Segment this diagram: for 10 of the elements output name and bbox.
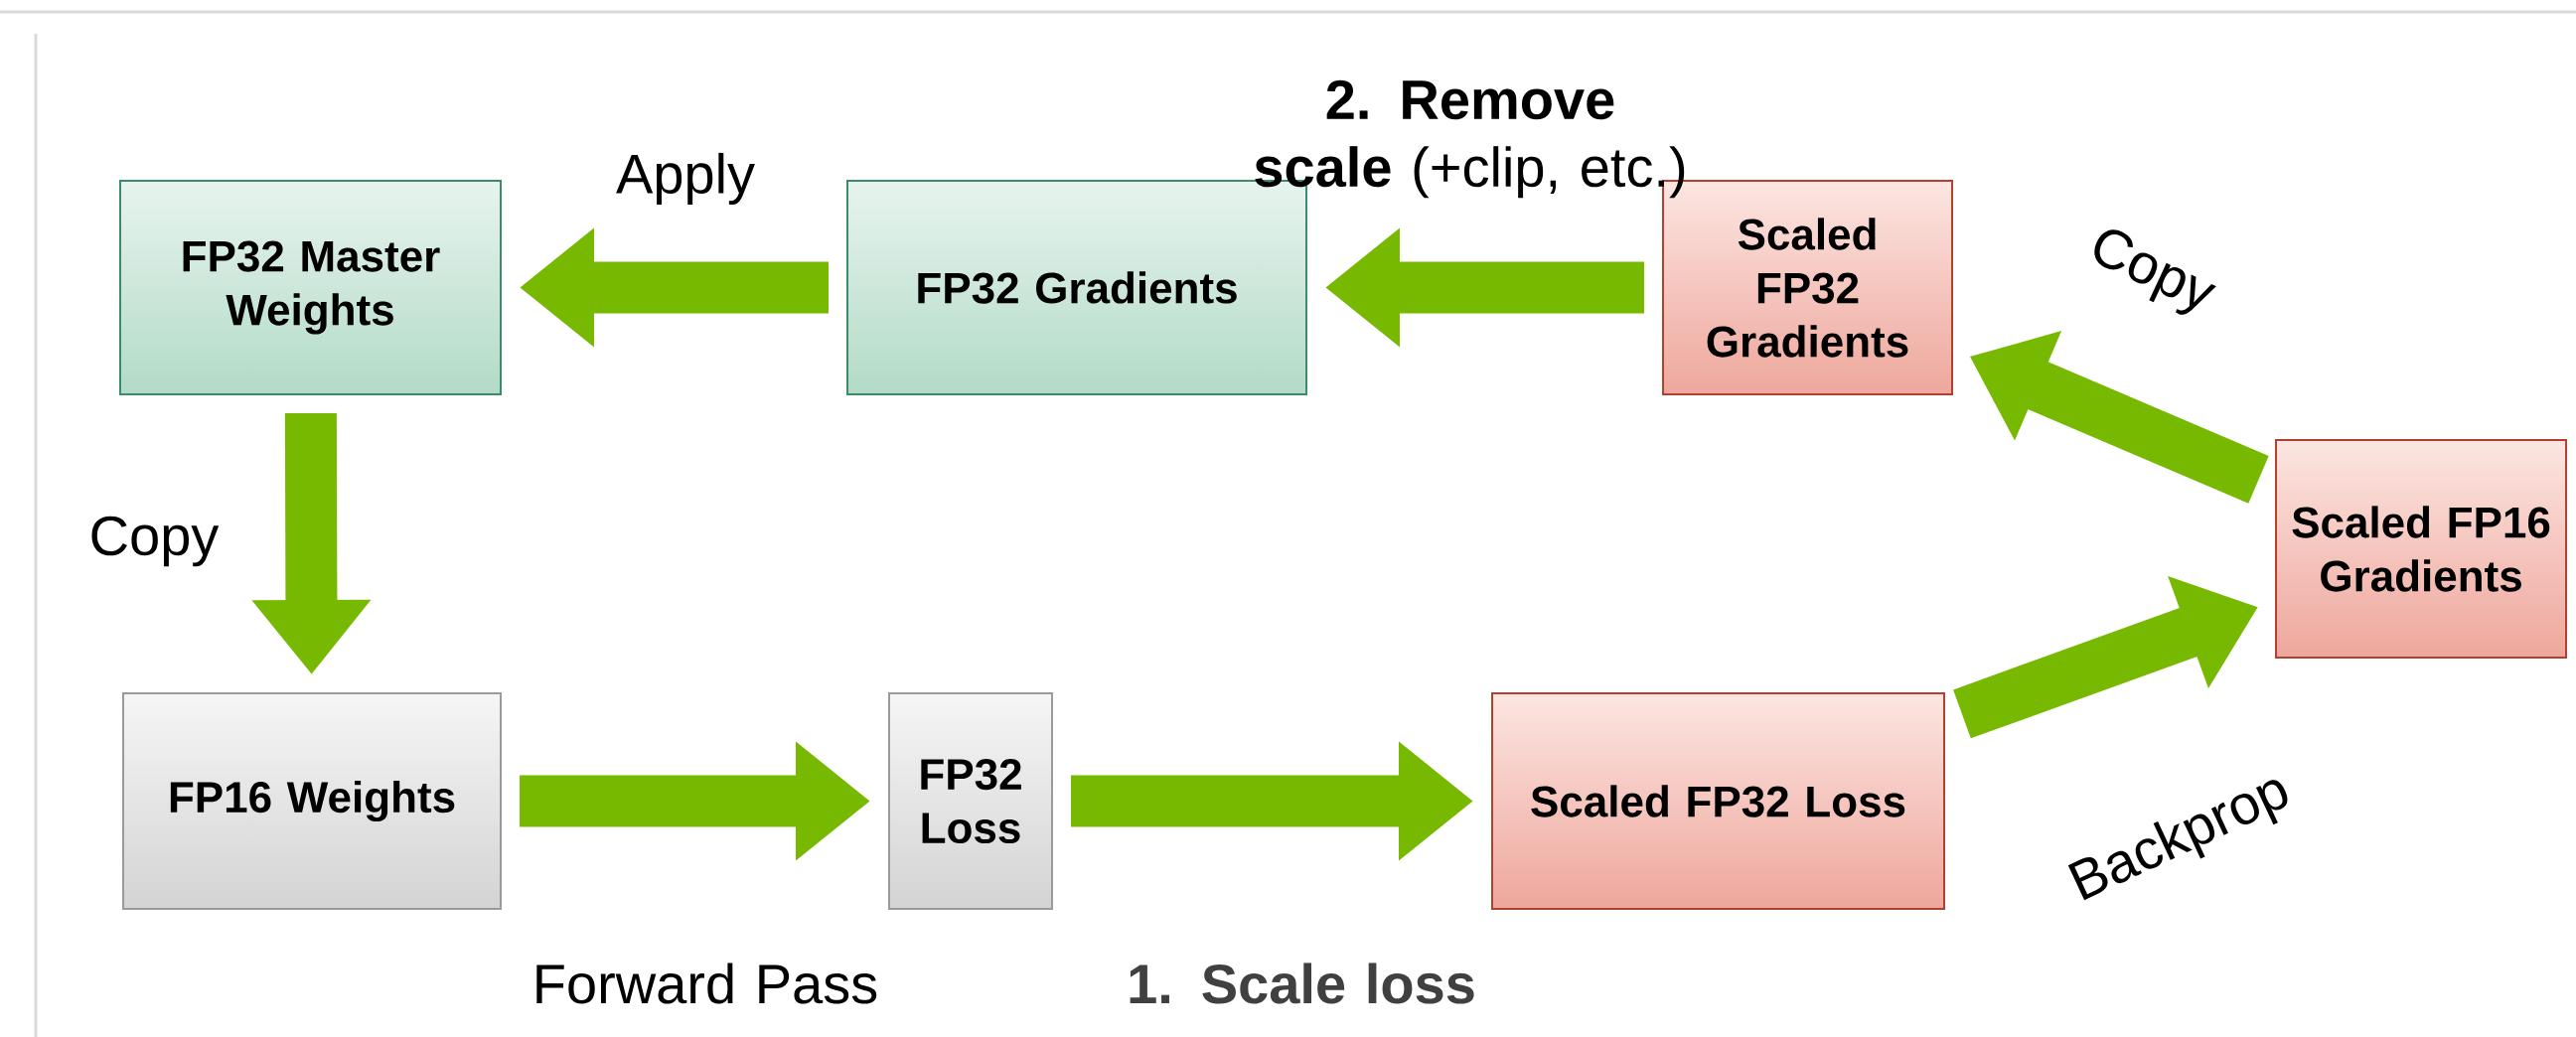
process-box: FP16 Weights	[122, 692, 502, 910]
process-box: Scaled FP32 Loss	[1491, 692, 1946, 910]
edge-label: Copy	[91, 516, 220, 567]
edge-label: 1. Scale loss	[1130, 963, 1474, 1004]
process-box: FP32 Master Weights	[119, 180, 502, 395]
edge-label: Copy	[2094, 229, 2216, 315]
process-box: Scaled FP16 Gradients	[2275, 439, 2568, 659]
process-box: FP32 Loss	[888, 692, 1053, 910]
edge-label: Forward Pass	[536, 963, 877, 1004]
edge-label: Apply	[616, 152, 755, 206]
